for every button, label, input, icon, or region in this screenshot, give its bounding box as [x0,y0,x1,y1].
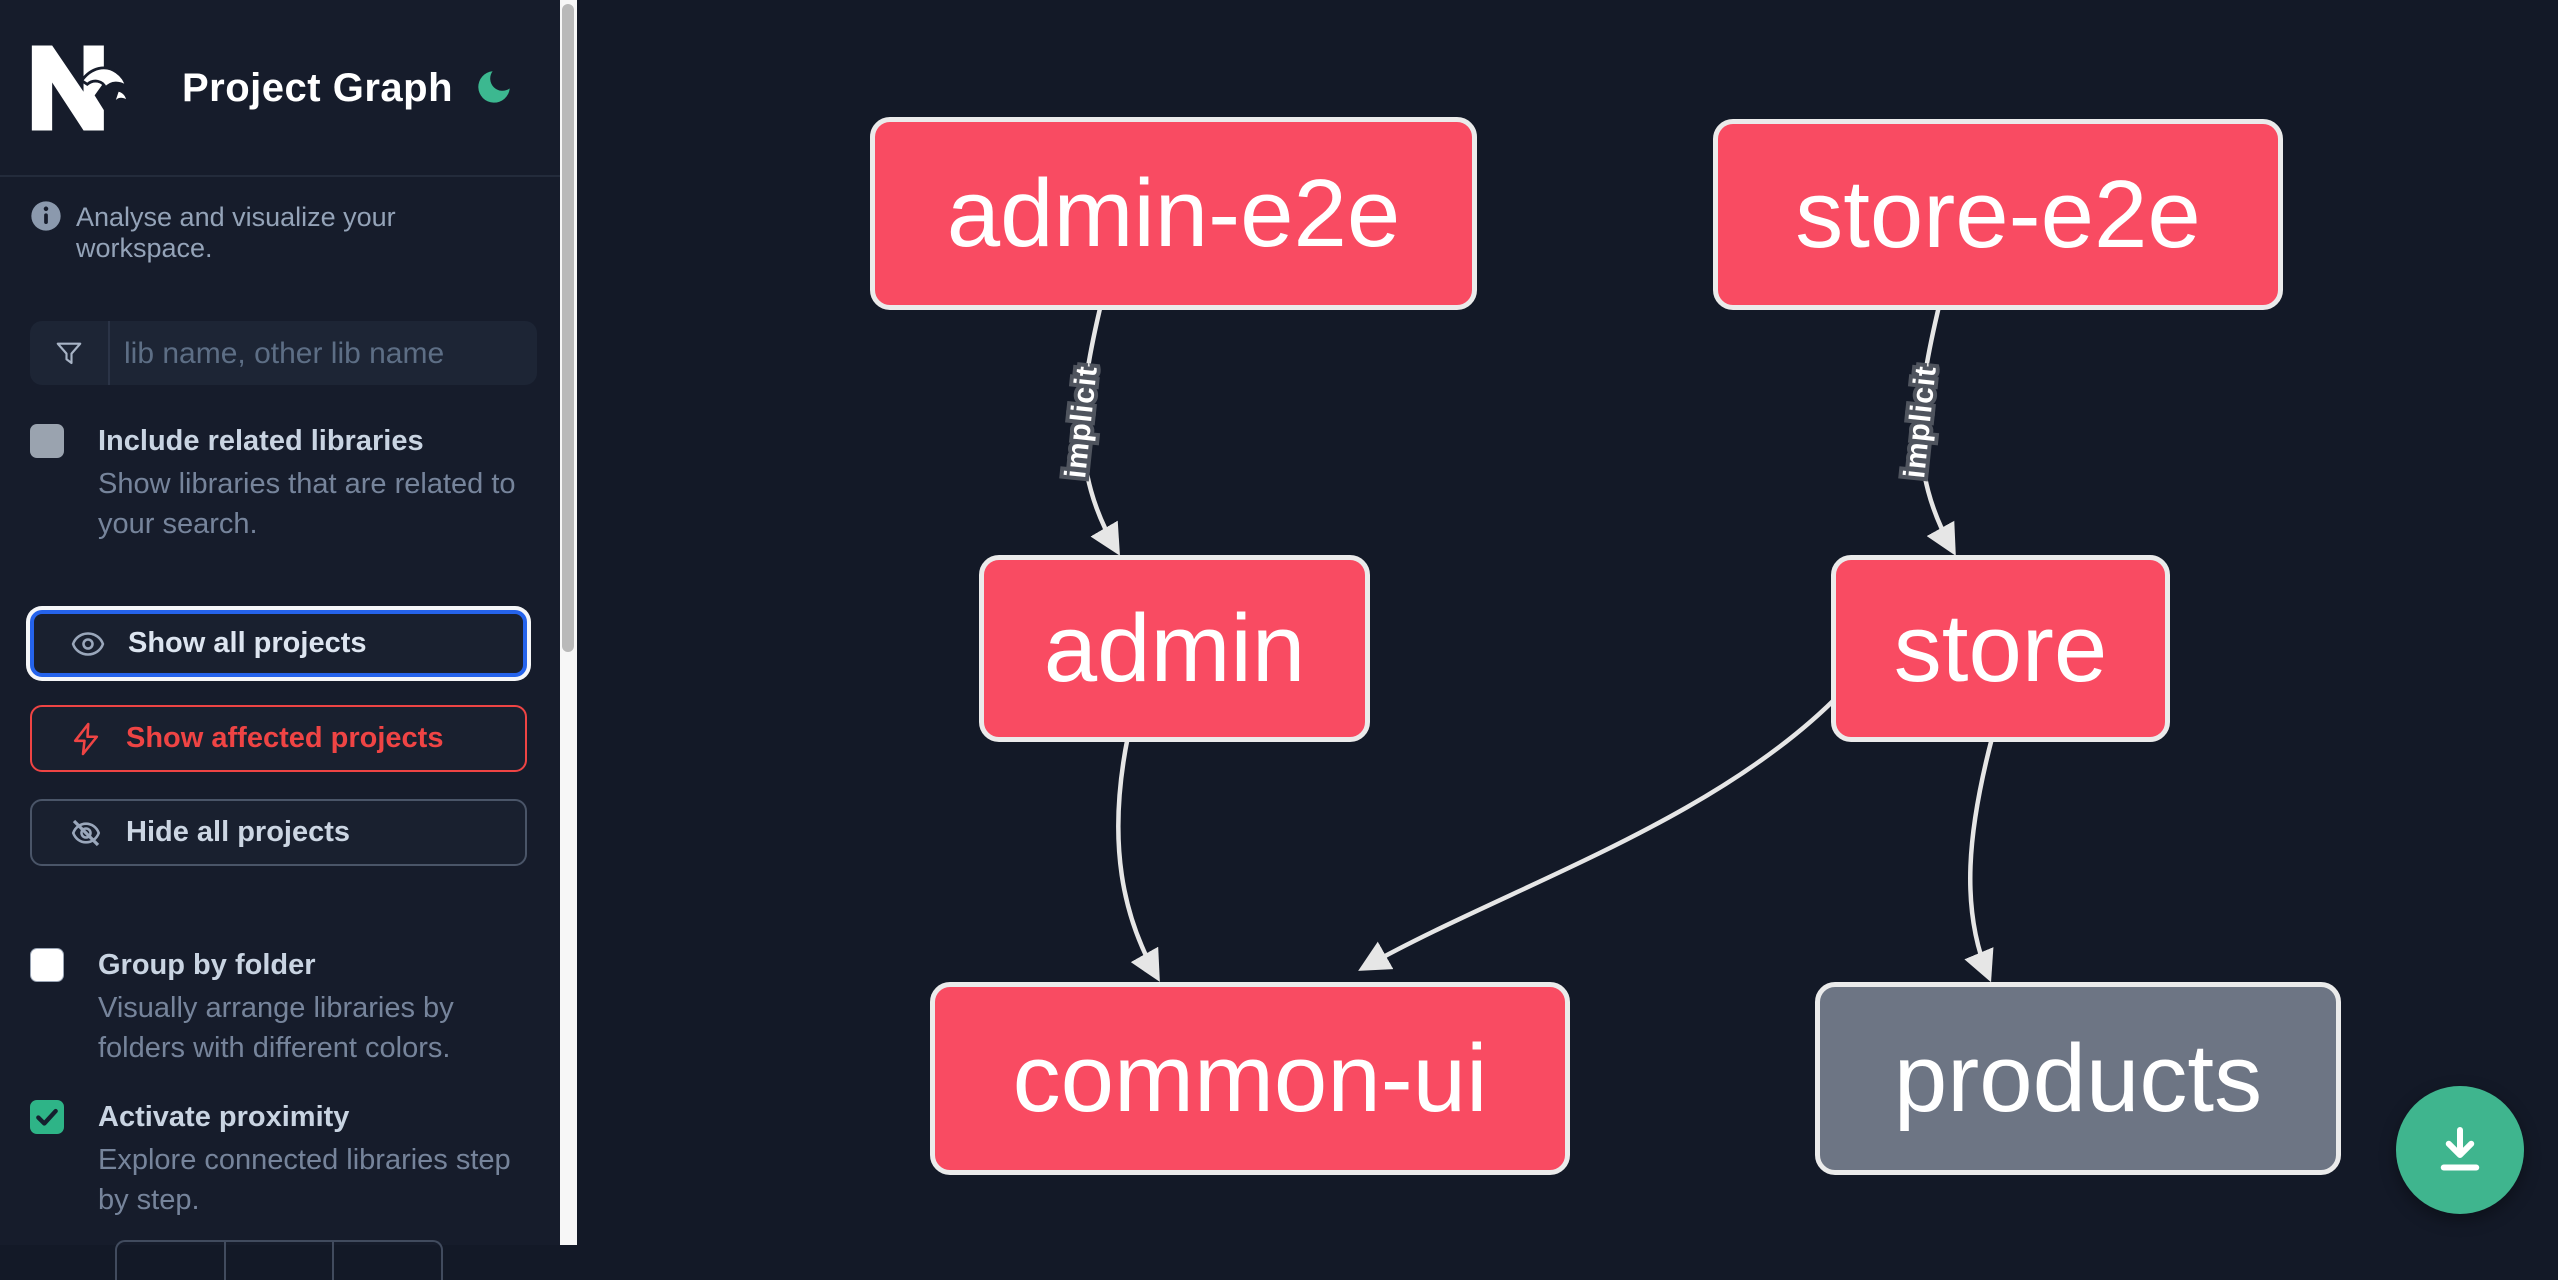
group-by-folder-label: Group by folder [98,949,316,981]
edge-store-common-ui[interactable] [1358,691,1843,971]
sidebar-header: Project Graph [0,0,561,175]
graph-node-admin[interactable]: admin [979,555,1370,742]
eye-icon [40,626,128,662]
group-by-folder-description: Visually arrange libraries by folders wi… [98,992,454,1064]
info-icon [30,200,62,232]
moon-icon [473,70,515,111]
download-icon [2430,1120,2490,1180]
graph-node-store[interactable]: store [1831,555,2170,742]
show-all-projects-button[interactable]: Show all projects [30,610,527,677]
activate-proximity-label: Activate proximity [98,1101,350,1133]
include-related-description: Show libraries that are related to your … [98,468,516,540]
app-title: Project Graph [182,66,454,110]
edge-admin-e2e-admin[interactable] [1080,297,1120,556]
dependency-edges [1080,297,1995,983]
hide-all-projects-button[interactable]: Hide all projects [30,799,527,866]
group-by-folder-checkbox[interactable] [30,948,64,982]
include-related-checkbox[interactable] [30,424,64,458]
include-related-label: Include related libraries [98,425,424,457]
proximity-value [226,1242,335,1280]
graph-node-common-ui[interactable]: common-ui [930,982,1570,1175]
header-divider [0,175,561,177]
tagline-row: Analyse and visualize your workspace. [30,198,530,263]
graph-node-products[interactable]: products [1815,982,2341,1175]
sidebar: Project Graph Analyse and visualize your… [0,0,561,1280]
edge-store-e2e-store[interactable] [1918,299,1956,556]
nx-logo [30,42,130,134]
show-affected-projects-label: Show affected projects [126,722,444,754]
activate-proximity-description: Explore connected libraries step by step… [98,1144,511,1216]
graph-node-store-e2e[interactable]: store-e2e [1713,119,2283,310]
proximity-increment-button[interactable] [334,1242,441,1280]
tagline-text: Analyse and visualize your workspace. [76,202,396,263]
edge-admin-common-ui[interactable] [1116,733,1160,982]
proximity-stepper [115,1240,443,1280]
activate-proximity-checkbox[interactable] [30,1100,64,1134]
download-graph-button[interactable] [2396,1086,2524,1214]
scrollbar-thumb[interactable] [562,4,574,652]
search-input[interactable] [122,321,516,387]
theme-toggle-button[interactable] [470,64,518,112]
eye-off-icon [38,815,126,851]
bolt-icon [38,721,126,757]
show-affected-projects-button[interactable]: Show affected projects [30,705,527,772]
graph-node-admin-e2e[interactable]: admin-e2e [870,117,1477,310]
search-box [30,321,537,387]
proximity-decrement-button[interactable] [117,1242,226,1280]
sidebar-scrollbar[interactable] [560,0,577,1245]
hide-all-projects-label: Hide all projects [126,816,351,848]
edge-store-products[interactable] [1964,735,1995,983]
funnel-icon [30,321,110,385]
show-all-projects-label: Show all projects [128,627,367,659]
